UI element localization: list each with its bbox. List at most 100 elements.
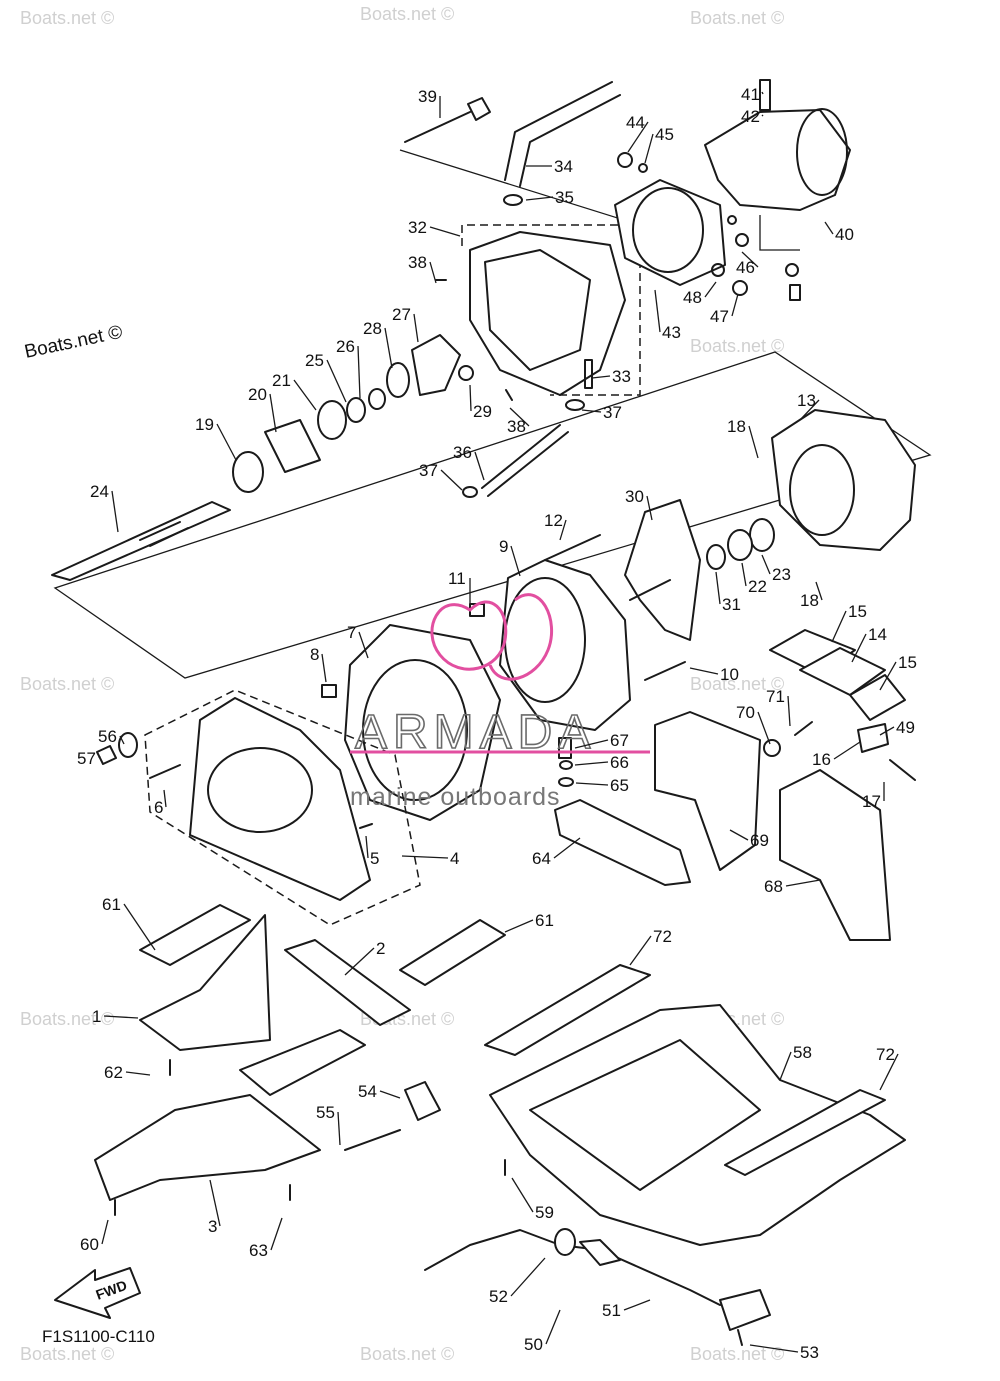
watermark-text: Boats.net ©	[690, 674, 784, 694]
seal-31	[706, 544, 726, 570]
callout-leader	[761, 114, 764, 117]
bracket-61b	[399, 919, 506, 986]
callout-label: 6	[154, 798, 163, 817]
bolt-17	[889, 759, 916, 781]
callout-label: 16	[812, 750, 831, 769]
bracket-72	[484, 964, 651, 1056]
watermark-text: Boats.net ©	[360, 1344, 454, 1364]
collar-8	[321, 684, 337, 698]
callout-leader	[627, 121, 649, 153]
callout-leader	[365, 835, 369, 859]
callout-label: 15	[848, 602, 867, 621]
bracket-64	[554, 799, 691, 886]
spacer-20	[264, 419, 321, 473]
callout-label: 62	[104, 1063, 123, 1082]
callout-label: 33	[612, 367, 631, 386]
callout-leader	[119, 735, 125, 745]
callout-leader	[879, 726, 895, 736]
callout-leader	[879, 1053, 899, 1091]
callout-label: 69	[750, 831, 769, 850]
callout-label: 52	[489, 1287, 508, 1306]
impeller-30-hub	[629, 579, 671, 601]
callout-label: 35	[555, 188, 574, 207]
seal-25	[346, 397, 366, 423]
washer-45	[638, 163, 648, 173]
nut-70	[763, 739, 781, 757]
callout-leader	[824, 221, 834, 235]
callout-leader	[623, 1299, 651, 1311]
grommet-52	[554, 1228, 576, 1256]
callout-label: 72	[876, 1045, 895, 1064]
callout-leader	[344, 947, 375, 976]
hose-36	[481, 424, 569, 497]
callout-leader	[761, 91, 764, 95]
callout-leader	[429, 261, 437, 284]
bearing-21	[317, 400, 347, 440]
bolt-41	[759, 79, 771, 111]
bolt-12	[544, 534, 601, 561]
watermark-text: Boats.net ©	[20, 8, 114, 28]
callout-leader	[851, 633, 867, 663]
bolt-44	[617, 152, 633, 168]
strip-2	[284, 939, 411, 1026]
watermark-text: Boats.net ©	[360, 4, 454, 24]
callout-label: 3	[208, 1217, 217, 1236]
dashed-group-4	[144, 689, 421, 926]
callout-leader	[761, 554, 771, 575]
callout-label: 18	[727, 417, 746, 436]
nut-57	[96, 745, 117, 765]
callout-label: 46	[736, 258, 755, 277]
callout-label: 54	[358, 1082, 377, 1101]
seal-23	[749, 518, 775, 552]
callout-leader	[779, 1051, 792, 1081]
callout-leader	[831, 610, 847, 643]
callout-label: 70	[736, 703, 755, 722]
drive-shaft-24	[51, 501, 231, 581]
callout-leader	[401, 855, 449, 859]
collar-48	[711, 263, 725, 277]
sensor-50	[719, 1289, 771, 1331]
callout-label: 66	[610, 753, 629, 772]
intake-plate-4	[189, 697, 371, 901]
connector-50	[579, 1239, 621, 1266]
drive-shaft-splines	[139, 521, 189, 547]
brand-name: ARMADA	[355, 706, 596, 759]
callout-label: 47	[710, 307, 729, 326]
callout-label: 49	[896, 718, 915, 737]
callout-leader	[525, 196, 554, 201]
callout-leader	[729, 829, 749, 841]
callout-leader	[326, 359, 347, 403]
callout-label: 4	[450, 849, 459, 868]
clamp-37	[565, 399, 585, 411]
callout-leader	[574, 761, 609, 766]
plate-69	[654, 711, 761, 871]
callout-label: 19	[195, 415, 214, 434]
callout-label: 1	[92, 1007, 101, 1026]
ring-nozzle-43	[614, 179, 726, 286]
block-2b	[239, 1029, 366, 1096]
callout-leader	[787, 695, 791, 727]
callout-label: 44	[626, 113, 645, 132]
callout-leader	[785, 879, 821, 887]
plate-1	[139, 914, 271, 1051]
callout-label: 18	[800, 591, 819, 610]
callout-leader	[704, 281, 717, 298]
callout-label: 39	[418, 87, 437, 106]
callout-label: 34	[554, 157, 573, 176]
bearing-22	[727, 529, 753, 561]
callout-leader	[574, 739, 609, 749]
callout-label: 9	[499, 537, 508, 556]
bolt-10	[644, 661, 686, 681]
callout-label: 26	[336, 337, 355, 356]
bracket-72b	[724, 1089, 886, 1176]
callout-leader	[799, 399, 820, 421]
callout-leader	[357, 345, 361, 399]
callout-label: 28	[363, 319, 382, 338]
callout-label: 48	[683, 288, 702, 307]
leader-line	[759, 215, 800, 251]
callout-leader	[689, 667, 719, 675]
callout-label: 64	[532, 849, 551, 868]
callout-label: 10	[720, 665, 739, 684]
